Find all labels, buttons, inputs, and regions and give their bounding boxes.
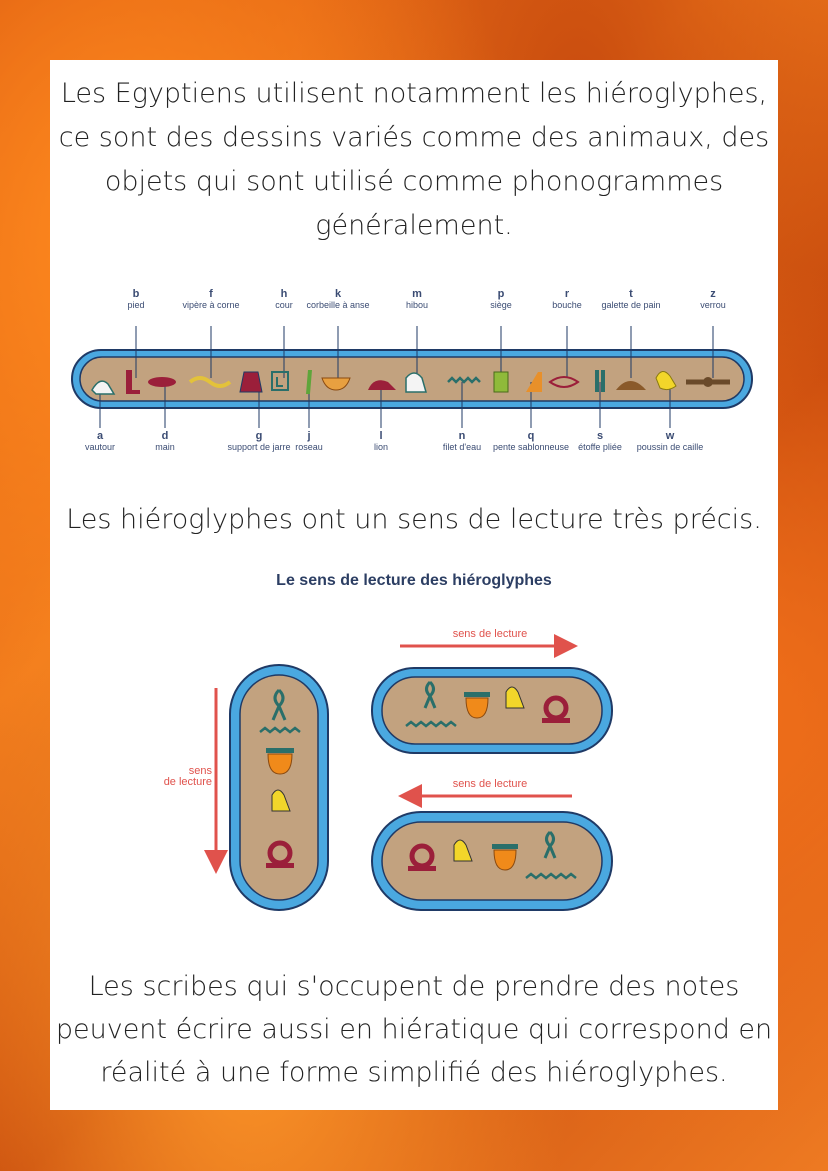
hieroglyph-icons [91,370,730,395]
glyph-letter: b [132,288,140,300]
vertical-reading-label: sens de lecture [138,766,212,788]
glyph-word: roseau [295,442,323,452]
vertical-cartouche [229,664,329,911]
glyph-word: hibou [405,300,429,310]
outro-paragraph: Les scribes qui s'occupent de prendre de… [55,971,773,1088]
glyph-word: siège [490,300,512,310]
glyph-word: support de jarre [227,442,291,452]
glyph-letter: h [280,288,288,300]
glyph-word: main [155,442,175,452]
glyph-word: pied [127,300,145,310]
glyph-letter: p [497,288,505,300]
glyph-letter: k [334,288,342,300]
intro-paragraph: Les Egyptiens utilisent notamment les hi… [58,78,770,241]
glyph-letter: r [564,288,570,300]
glyph-word: galette de pain [601,300,661,310]
glyph-word: étoffe pliée [578,442,622,452]
glyph-letter: q [527,430,535,442]
horizontal-cartouche-left [371,811,613,911]
glyph-letter: n [458,430,466,442]
alphabet-cartouche-figure [71,326,753,428]
content-card: Les Egyptiens utilisent notamment les hi… [50,60,778,1110]
vertical-label-line-1: sens [188,765,212,777]
reading-sentence: Les hiéroglyphes ont un sens de lecture … [66,504,762,535]
vertical-label-line-2: de lecture [163,776,212,788]
glyph-letter: m [412,288,422,300]
glyph-letter: l [379,430,383,442]
left-reading-label: sens de lecture [452,778,528,790]
glyph-word: filet d'eau [442,442,482,452]
glyph-letter: j [307,430,311,442]
glyph-word: cour [275,300,293,310]
glyph-word: vautour [84,442,116,452]
glyph-letter: f [209,288,213,300]
glyph-word: bouche [552,300,582,310]
horizontal-cartouche-right [371,667,613,754]
glyph-letter: z [710,288,716,300]
right-reading-label: sens de lecture [452,628,528,640]
glyph-letter: g [255,430,263,442]
glyph-word: corbeille à anse [306,300,370,310]
glyph-word: pente sablonneuse [492,442,570,452]
glyph-letter: w [665,430,675,442]
glyph-letter: d [161,430,169,442]
glyph-letter: t [629,288,633,300]
glyph-word: vipère à corne [182,300,240,310]
glyph-word: verrou [700,300,726,310]
glyph-word: lion [373,442,388,452]
glyph-word: poussin de caille [636,442,704,452]
glyph-letter: s [596,430,604,442]
diagram-title: Le sens de lecture des hiéroglyphes [276,572,552,589]
glyph-letter: a [96,430,104,442]
